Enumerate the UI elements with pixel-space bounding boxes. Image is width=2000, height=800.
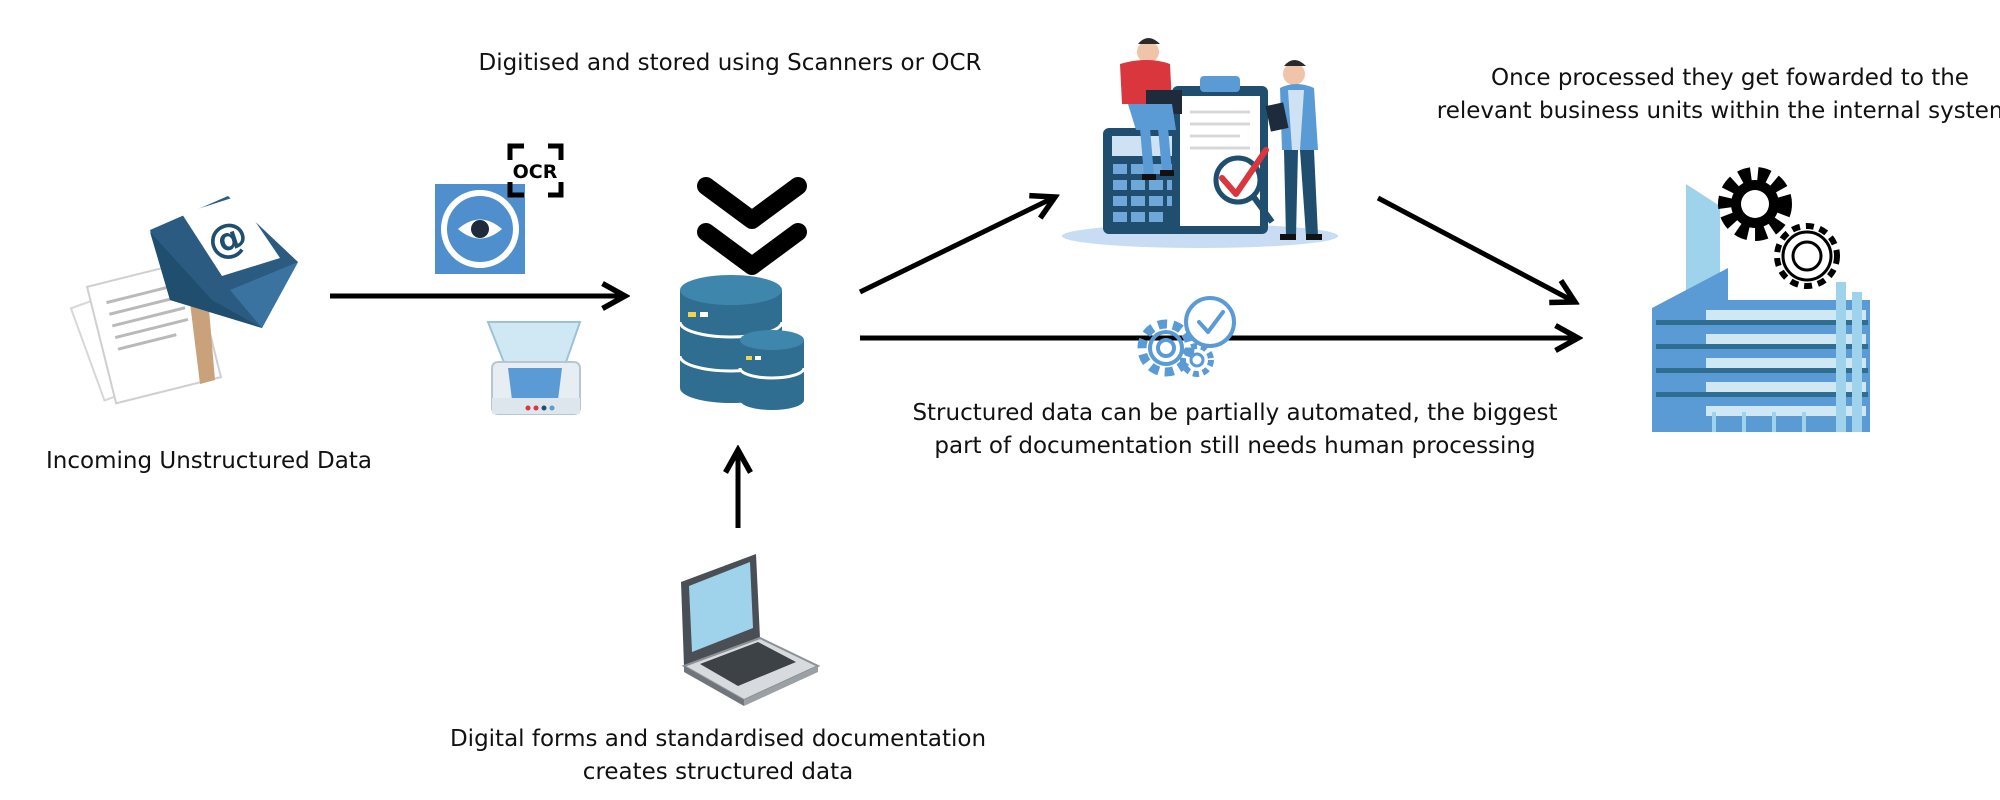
label-digital-forms: Digital forms and standardised documenta… [0, 723, 1436, 789]
label-forwarded: Once processed they get fowarded to the … [1420, 62, 2000, 128]
double-chevron-icon [697, 177, 807, 275]
people-checklist-icon [1062, 38, 1338, 248]
label-digitised-stored: Digitised and stored using Scanners or O… [0, 47, 1460, 80]
scanner-icon [486, 321, 582, 415]
label-digital-forms-line1: Digital forms and standardised documenta… [449, 726, 987, 752]
label-incoming-unstructured-data: Incoming Unstructured Data [46, 445, 372, 478]
label-digital-forms-line2: creates structured data [582, 759, 854, 785]
arrow-people-to-building [1376, 195, 1575, 302]
gears-icon [1718, 167, 1840, 289]
label-forwarded-line1: Once processed they get fowarded to the [1491, 65, 1969, 91]
laptop-icon [681, 554, 821, 706]
database-icon [678, 275, 806, 410]
ocr-eye-icon [435, 184, 525, 274]
label-structured-line2: part of documentation still needs human … [934, 433, 1536, 459]
label-structured-data: Structured data can be partially automat… [0, 397, 2000, 463]
arrow-database-to-people [858, 197, 1055, 295]
label-incoming-text: Incoming Unstructured Data [46, 448, 372, 474]
ocr-label: OCR [513, 161, 558, 183]
gear-check-icon [1137, 296, 1236, 377]
ocr-badge: OCR [507, 143, 564, 198]
label-digitised-text: Digitised and stored using Scanners or O… [478, 50, 982, 76]
office-building-icon [1652, 184, 1870, 432]
label-forwarded-line2: relevant business units within the inter… [1436, 98, 2000, 124]
email-icon: @ [150, 196, 298, 328]
label-structured-line1: Structured data can be partially automat… [912, 400, 1558, 426]
